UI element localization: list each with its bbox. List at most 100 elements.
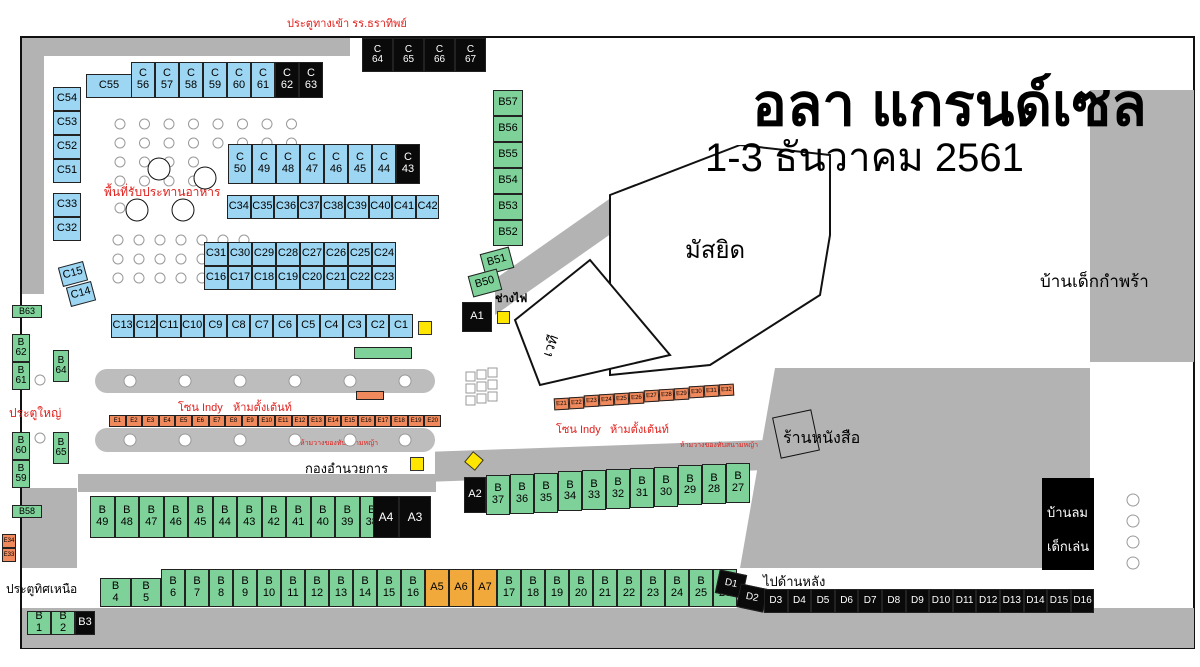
booth-c63: C 63 [299,62,323,98]
booth-c54: C54 [53,87,81,111]
booth-a7: A7 [473,569,497,607]
north-gate-label: ประตูทิศเหนือ [6,582,78,596]
booth-c22: C22 [348,266,372,290]
booth-b18: B 18 [521,569,545,607]
booth-b34: B 34 [558,471,582,512]
booth-e27: E27 [643,389,660,403]
booth-c40: C40 [368,195,393,219]
booth-d3: D3 [764,589,788,613]
booth-e33: E33 [2,548,16,562]
booth-e6: E6 [192,415,209,427]
booth-e2: E2 [125,415,143,427]
booth-a1: A1 [462,302,492,332]
booth-b24: B 24 [665,569,689,607]
booth-e16: E16 [358,415,375,427]
booth-d14: D14 [1023,589,1048,613]
booth-e28: E28 [658,388,675,402]
booth-c56: C 56 [131,62,155,98]
playground-label-2: เด็กเล่น [1047,539,1090,554]
booth-c45: C 45 [348,144,372,184]
booth-e11: E11 [275,415,292,427]
booth-e4: E4 [158,415,176,427]
booth-c44: C 44 [372,144,396,184]
booth-b32: B 32 [606,469,630,509]
booth-e31: E31 [703,384,720,398]
booth-b9: B 9 [233,569,257,607]
booth-c32: C32 [53,217,81,241]
booth-e26: E26 [628,391,645,404]
zone-indy-2-label: โซน Indy [556,424,601,436]
booth-b45: B 45 [188,496,213,538]
booth-e19: E19 [407,415,425,427]
booth-c16: C16 [204,266,228,290]
booth-c9: C9 [203,314,227,338]
no-tent-1-label: ห้ามตั้งเต้นท์ [233,402,292,414]
booth-b52: B52 [493,220,523,246]
booth-d9: D9 [905,589,930,613]
booth-e14: E14 [324,415,342,427]
booth-c12: C12 [134,314,158,338]
booth-b35: B 35 [534,472,558,513]
booth-e32: E32 [718,383,735,397]
booth-c8: C8 [227,314,251,338]
booth-b53: B53 [493,194,523,220]
booth-b55: B55 [493,142,523,168]
mosque-label: มัสยิด [685,237,746,264]
booth-c21: C21 [324,266,348,290]
no-place-2-label: ห้ามวางของทับสนามหญ้า [680,442,759,449]
booth-b47: B 47 [139,496,164,538]
booth-e10: E10 [258,415,275,427]
booth-c29: C29 [252,242,276,266]
booth-b10: B 10 [257,569,281,607]
booth-b29: B 29 [678,465,702,506]
booth-c36: C36 [274,195,298,219]
booth-c2: C2 [366,314,390,338]
booth-c55: C55 [86,74,132,98]
bookstore-label: ร้านหนังสือ [783,430,861,447]
booth-b42: B 42 [261,496,286,538]
booth-c7: C7 [250,314,274,338]
booth-c65: C 65 [393,38,424,72]
booth-c62: C 62 [275,62,299,98]
booth-c24: C24 [372,242,396,266]
booth-e9: E9 [241,415,259,427]
booth-b25: B 25 [689,569,713,607]
booth-b1: B 1 [27,611,51,635]
booth-c61: C 61 [251,62,275,98]
event-title: อลา แกรนด์เซล [752,73,1147,138]
booth-c3: C3 [343,314,367,338]
committee-label: กองอำนวยการ [305,461,389,476]
mosque-shape [513,145,831,387]
no-tent-2-label: ห้ามตั้งเต้นท์ [610,424,669,436]
booth-c18: C18 [252,266,276,290]
booth-e5: E5 [175,415,192,427]
yellow-marker-3 [410,457,424,471]
booth-b62: B 62 [12,334,30,362]
booth-c6: C6 [273,314,297,338]
booth-c49: C 49 [252,144,276,184]
booth-e34: E34 [2,534,16,548]
booth-c35: C35 [250,195,275,219]
booth-d11: D11 [952,589,977,613]
booth-c27: C27 [300,242,324,266]
booth-b30: B 30 [654,466,678,507]
booth-e23: E23 [583,395,600,408]
booth-b5: B 5 [131,578,161,607]
booth-b22: B 22 [617,569,641,607]
booth-c66: C 66 [424,38,455,72]
back-road-label: ไปด้านหลัง [763,574,826,589]
booth-b54: B54 [493,168,523,194]
booth-a3: A3 [399,496,431,538]
booth-e17: E17 [374,415,392,427]
booth-c47: C 47 [300,144,324,184]
booth-d12: D12 [976,589,1000,613]
booth-c50: C 50 [228,144,252,184]
booth-b19: B 19 [545,569,569,607]
booth-c11: C11 [157,314,181,338]
booth-b65: B 65 [53,432,69,464]
booth-e1: E1 [109,415,126,427]
booth-c10: C10 [180,314,204,338]
booth-a2: A2 [464,477,486,513]
food-area-label: พื้นที่รับประทานอาหาร [104,185,221,199]
booth-d15: D15 [1047,589,1071,613]
